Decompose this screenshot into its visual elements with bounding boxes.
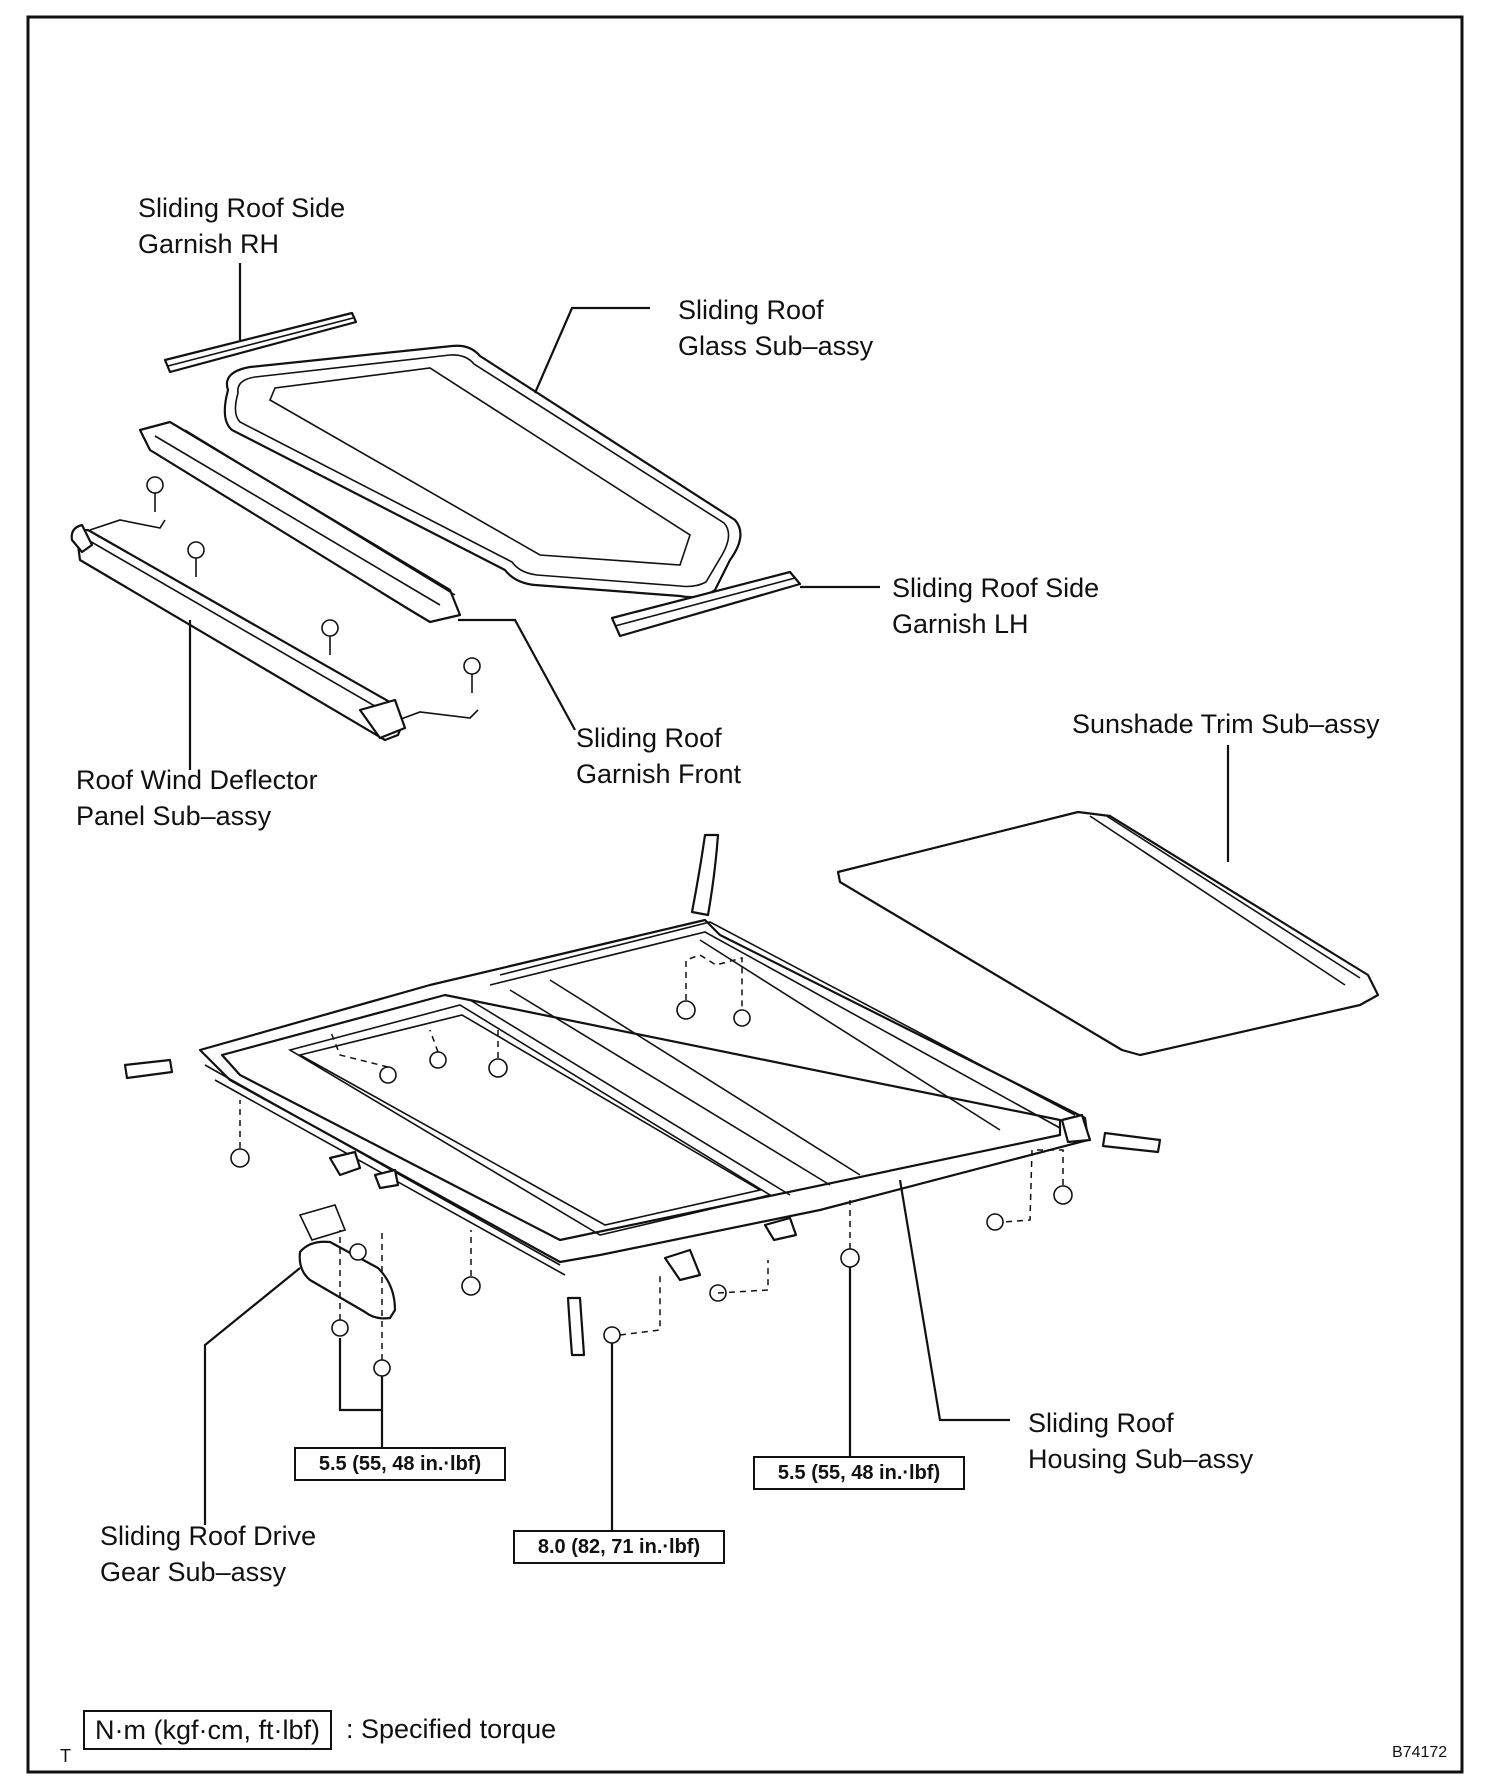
- label-sunshade: Sunshade Trim Sub–assy: [1072, 709, 1380, 739]
- side-garnish-rh-part: [163, 311, 358, 374]
- sliding-roof-drive-gear-part: [298, 1204, 397, 1377]
- roof-wind-deflector-part: [70, 519, 479, 742]
- label-side-garnish-rh: Sliding Roof Side Garnish RH: [138, 193, 346, 259]
- leader-lines: [188, 263, 1230, 1530]
- label-side-garnish-lh: Sliding Roof Side Garnish LH: [892, 573, 1100, 639]
- legend-unit-box: N·m (kgf·cm, ft·lbf): [83, 1710, 332, 1750]
- torque-drive-gear-bolts: 5.5 (55, 48 in.·lbf): [294, 1447, 506, 1481]
- sliding-roof-garnish-front-part: [138, 420, 462, 624]
- side-garnish-lh-part: [610, 570, 802, 638]
- label-glass: Sliding Roof Glass Sub–assy: [678, 295, 874, 361]
- corner-letter: T: [60, 1746, 71, 1766]
- label-garnish-front: Sliding Roof Garnish Front: [576, 723, 742, 789]
- sliding-roof-housing-part: [123, 833, 1162, 1357]
- label-drive-gear: Sliding Roof Drive Gear Sub–assy: [100, 1521, 317, 1587]
- label-housing: Sliding Roof Housing Sub–assy: [1028, 1408, 1254, 1474]
- legend-text: : Specified torque: [346, 1714, 557, 1744]
- sliding-roof-glass-part: [223, 344, 742, 599]
- figure-code: B74172: [1392, 1744, 1448, 1761]
- figure-frame: [26, 15, 1464, 1774]
- housing-fasteners: [230, 954, 1073, 1344]
- deflector-screws: [146, 476, 481, 693]
- sunshade-trim-part: [836, 810, 1380, 1057]
- torque-housing-bolt: 8.0 (82, 71 in.·lbf): [513, 1530, 725, 1564]
- torque-housing-nut: 5.5 (55, 48 in.·lbf): [753, 1456, 965, 1490]
- label-wind-deflector: Roof Wind Deflector Panel Sub–assy: [76, 765, 318, 831]
